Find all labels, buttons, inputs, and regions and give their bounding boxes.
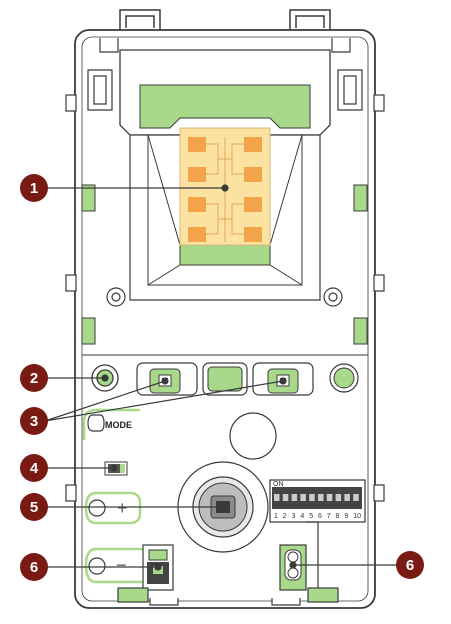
mode-button[interactable]: MODE (82, 408, 140, 440)
svg-text:3: 3 (30, 413, 38, 430)
dip-number-1: 1 (274, 513, 278, 520)
svg-text:4: 4 (30, 460, 39, 477)
status-led-right (329, 363, 359, 393)
bottom-right-bracket (306, 521, 319, 588)
dip-key-4[interactable] (300, 494, 306, 501)
top-left-clip (119, 9, 161, 30)
minus-terminal: − (84, 547, 152, 584)
antenna-base-green (179, 244, 271, 266)
dip-key-9[interactable] (344, 494, 350, 501)
upper-shoulders (87, 38, 363, 111)
minus-symbol: − (116, 555, 127, 575)
callout-6-left: 6 (20, 553, 48, 581)
button-center[interactable] (202, 362, 248, 396)
mode-label: MODE (105, 420, 132, 430)
dip-number-6: 6 (318, 513, 322, 520)
svg-text:5: 5 (30, 499, 38, 516)
callout-4: 4 (20, 454, 48, 482)
dip-number-10: 10 (353, 513, 361, 520)
dip-number-5: 5 (309, 513, 313, 520)
plus-terminal: + (84, 491, 142, 525)
callout-3: 3 (20, 407, 48, 435)
bottom-feet (117, 587, 339, 606)
round-opening (229, 412, 277, 460)
dip-key-2[interactable] (282, 494, 289, 501)
svg-text:2: 2 (30, 370, 38, 387)
side-notches (65, 94, 385, 502)
dip-number-9: 9 (344, 513, 348, 520)
callout-6-right: 6 (396, 551, 424, 579)
dip-number-8: 8 (336, 513, 340, 520)
dip-key-7[interactable] (326, 494, 333, 501)
antenna-green-band (139, 84, 311, 129)
dip-key-6[interactable] (318, 494, 324, 501)
callout-1: 1 (20, 174, 48, 202)
dip-key-8[interactable] (335, 494, 342, 501)
dip-key-5[interactable] (309, 494, 315, 501)
screw-holes (106, 287, 343, 307)
callout-leaders (44, 184, 408, 571)
antenna-array (179, 127, 271, 246)
dip-number-2: 2 (283, 513, 287, 520)
svg-text:6: 6 (30, 559, 38, 576)
antenna-housing (119, 49, 331, 301)
callout-5: 5 (20, 493, 48, 521)
svg-text:6: 6 (406, 557, 414, 574)
dip-number-3: 3 (292, 513, 296, 520)
callout-2: 2 (20, 364, 48, 392)
dip-key-1[interactable] (274, 494, 280, 501)
dip-header: ON (273, 481, 284, 488)
dip-key-3[interactable] (291, 494, 298, 501)
dip-number-7: 7 (327, 513, 331, 520)
dip-number-4: 4 (300, 513, 304, 520)
side-green-tabs (81, 184, 368, 345)
top-right-clip (289, 9, 331, 30)
svg-text:1: 1 (30, 180, 38, 197)
dip-key-10[interactable] (353, 494, 359, 501)
plus-symbol: + (117, 498, 128, 518)
